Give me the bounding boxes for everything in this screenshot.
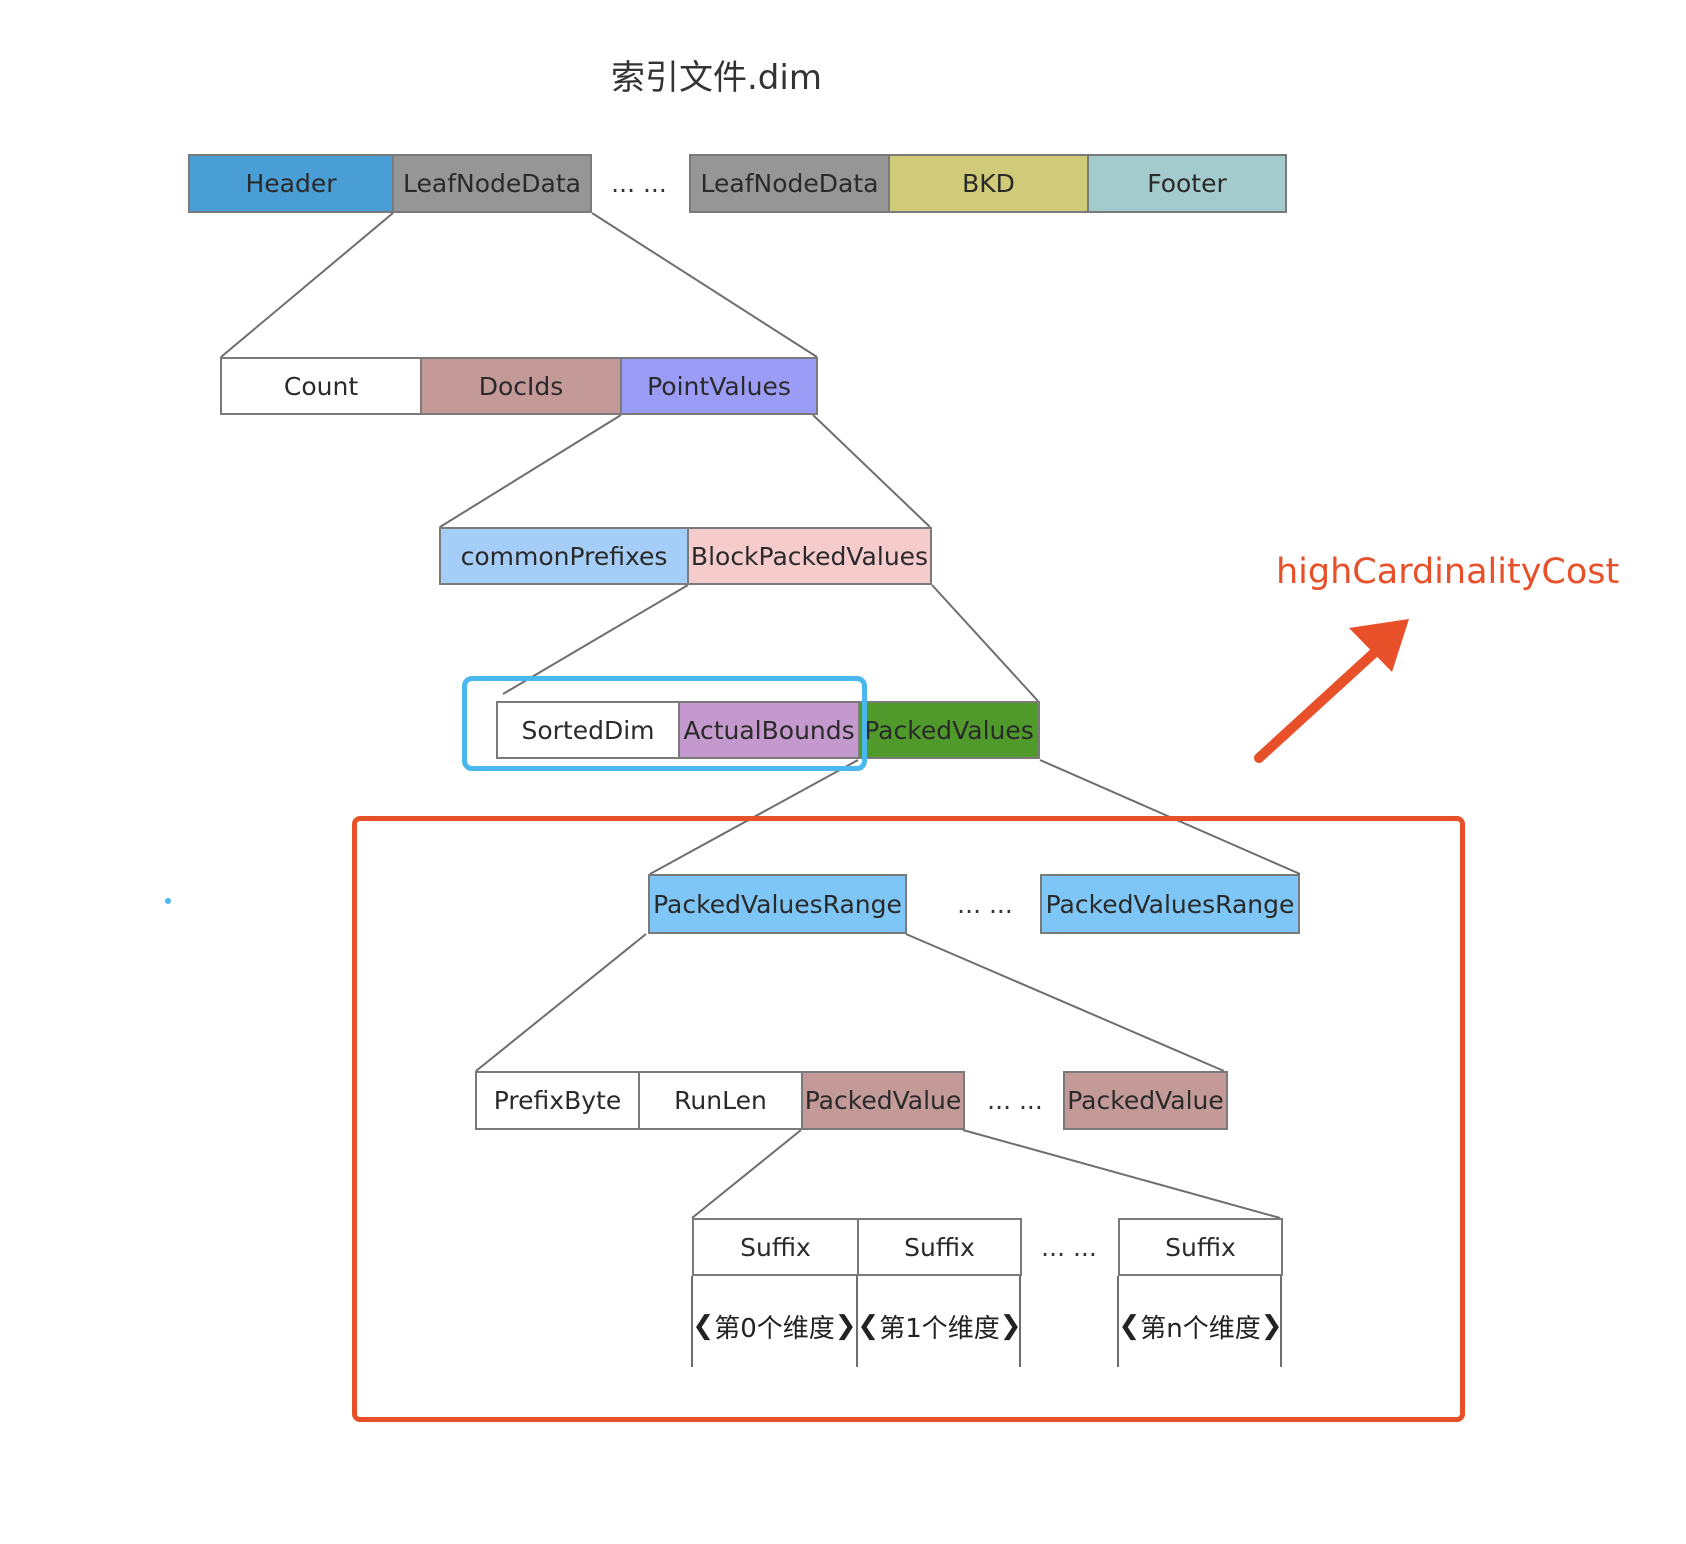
connector [475, 933, 647, 1072]
suffix-block: Suffix [857, 1218, 1022, 1276]
common-prefixes-block: commonPrefixes [439, 527, 689, 585]
doc-ids-block: DocIds [420, 357, 622, 415]
dimension-text: 第0个维度 [714, 1313, 835, 1344]
stray-dot [165, 898, 171, 904]
suffix-block: Suffix [692, 1218, 859, 1276]
count-block: Count [220, 357, 422, 415]
packed-values-block: PackedValues [858, 701, 1040, 759]
dimension-label: ❮第1个维度❯ [857, 1308, 1022, 1344]
arrow-right-icon: ❯ [999, 1311, 1022, 1341]
packed-values-range-block: PackedValuesRange [1040, 874, 1300, 934]
point-values-block: PointValues [620, 357, 818, 415]
connector [591, 212, 818, 358]
connector [905, 933, 1225, 1072]
leaf-node-data-block: LeafNodeData [689, 154, 890, 213]
packed-values-range-block: PackedValuesRange [648, 874, 907, 934]
header-block: Header [188, 154, 394, 213]
packed-value-block: PackedValue [1063, 1071, 1228, 1130]
dimension-text: 第n个维度 [1140, 1313, 1261, 1344]
sorted-dim-highlight-box [462, 676, 867, 771]
suffix-block: Suffix [1118, 1218, 1283, 1276]
dimension-text: 第1个维度 [879, 1313, 1000, 1344]
high-cardinality-cost-label: highCardinalityCost [1276, 552, 1620, 592]
bkd-block: BKD [888, 154, 1089, 213]
connector [812, 414, 931, 528]
connector [962, 1129, 1281, 1219]
sorted-dim-block: SortedDim [496, 701, 680, 759]
ellipsis-row7: ... ... [1041, 1232, 1097, 1262]
connector [931, 584, 1039, 702]
connector [691, 1129, 802, 1219]
diagram-title: 索引文件.dim [611, 58, 822, 98]
arrow-left-icon: ❮ [857, 1311, 880, 1341]
prefix-byte-block: PrefixByte [475, 1071, 640, 1130]
dimension-label: ❮第n个维度❯ [1118, 1308, 1283, 1344]
ellipsis-row6: ... ... [987, 1086, 1043, 1115]
connector [502, 584, 689, 695]
high-cardinality-region-box [352, 816, 1465, 1422]
arrow-right-icon: ❯ [834, 1311, 857, 1341]
ellipsis-row1: ... ... [611, 169, 667, 198]
arrow-right-icon: ❯ [1260, 1311, 1283, 1341]
actual-bounds-block: ActualBounds [678, 701, 860, 759]
leaf-node-data-block: LeafNodeData [392, 154, 592, 213]
arrow-left-icon: ❮ [1118, 1311, 1141, 1341]
dimension-label: ❮第0个维度❯ [692, 1308, 857, 1344]
arrow-left-icon: ❮ [692, 1311, 715, 1341]
ellipsis-row5: ... ... [957, 889, 1013, 919]
connector [439, 414, 622, 528]
block-packed-values-block: BlockPackedValues [687, 527, 932, 585]
footer-block: Footer [1087, 154, 1287, 213]
packed-value-block: PackedValue [801, 1071, 965, 1130]
connector [220, 212, 394, 358]
